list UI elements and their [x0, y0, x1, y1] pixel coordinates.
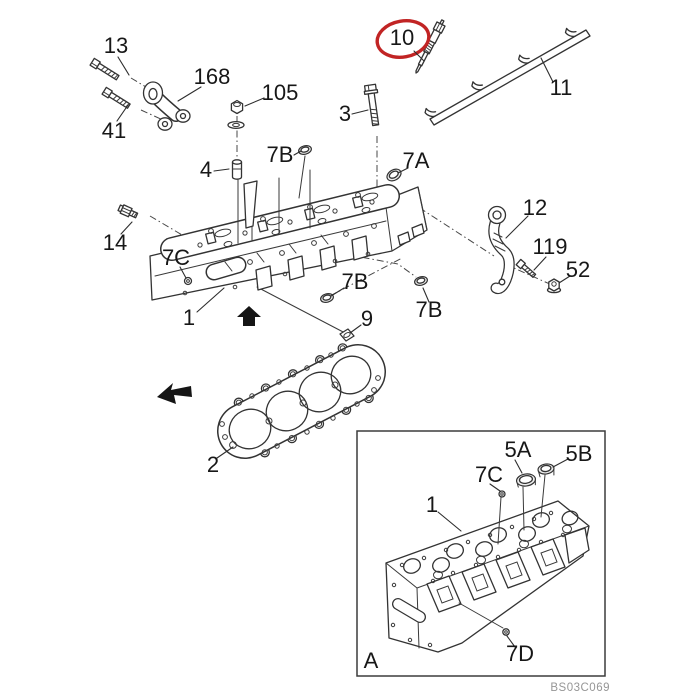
callout-7c-inset: 7C	[475, 462, 503, 487]
left-arrow-icon	[157, 383, 192, 404]
valve-stems	[237, 169, 311, 244]
part-nut-105	[230, 99, 244, 115]
callout-41: 41	[102, 118, 126, 143]
callout-5b: 5B	[566, 441, 593, 466]
part-cap-7b-top	[298, 145, 312, 155]
callout-7b-mid: 7B	[342, 269, 369, 294]
deck-studs	[197, 199, 375, 248]
callout-4: 4	[200, 157, 212, 182]
part-cap-5b	[537, 463, 555, 478]
callout-12: 12	[523, 195, 547, 220]
up-arrow-icon	[237, 306, 261, 326]
part-bolt-119	[515, 258, 537, 279]
callout-14: 14	[103, 230, 127, 255]
callout-9: 9	[361, 306, 373, 331]
callout-5a: 5A	[505, 437, 532, 462]
callout-13: 13	[104, 33, 128, 58]
callout-7b-right: 7B	[416, 297, 443, 322]
part-plug-7c-inset	[498, 490, 506, 498]
callout-1: 1	[183, 305, 195, 330]
callout-52: 52	[566, 257, 590, 282]
head-right-ports	[397, 223, 425, 246]
part-bolt-13	[89, 57, 120, 81]
part-cap-5a	[515, 473, 537, 488]
callout-105: 105	[262, 80, 299, 105]
gasket-bolt-holes	[219, 345, 381, 456]
inset-left-face	[390, 582, 433, 648]
inset-valve-seats	[403, 510, 579, 574]
inset-port-flanges	[426, 527, 590, 613]
part-harness-rail-11	[424, 27, 591, 126]
callout-168: 168	[194, 64, 231, 89]
callout-7c: 7C	[162, 245, 190, 270]
callout-labels: 13 41 168 105 10 11 3 7B 4 7A 12 119 52 …	[102, 25, 610, 694]
leader-lines	[116, 50, 571, 648]
part-washer-105	[227, 120, 245, 130]
inset-cylinder-head-bottom-view	[385, 474, 590, 653]
inset-small-holes	[399, 510, 566, 584]
part-cylinder-head	[149, 155, 428, 301]
rocker-pedestals	[205, 192, 379, 245]
part-head-gasket	[217, 343, 386, 459]
callout-2: 2	[207, 452, 219, 477]
part-bracket-168	[142, 81, 191, 131]
detail-view-label: A	[364, 648, 379, 673]
callout-10: 10	[390, 25, 414, 50]
highlight-circle	[375, 19, 431, 59]
part-plug-7d	[502, 628, 510, 636]
callout-119: 119	[532, 234, 567, 259]
detail-view-box	[356, 430, 606, 677]
part-glow-plug-10	[415, 19, 446, 74]
callout-1-inset: 1	[426, 492, 438, 517]
callout-7d: 7D	[506, 641, 534, 666]
callout-3: 3	[339, 101, 351, 126]
part-nut-52	[546, 278, 562, 294]
part-plug-7c	[183, 276, 193, 286]
figure-code: BS03C069	[550, 682, 610, 694]
inset-precup-holes	[433, 524, 572, 580]
part-cap-7b-mid	[320, 293, 334, 303]
part-bolt-3	[363, 83, 380, 127]
part-valve-cap-4	[231, 159, 243, 180]
callout-11: 11	[550, 75, 573, 100]
part-cap-7b-right	[414, 276, 428, 286]
callout-7a: 7A	[403, 148, 430, 173]
callout-7b-top: 7B	[267, 142, 294, 167]
part-bolt-41	[101, 86, 131, 109]
part-plug-14	[117, 204, 139, 219]
part-lifting-bracket-12	[487, 205, 515, 295]
head-front-face-details	[182, 223, 377, 296]
